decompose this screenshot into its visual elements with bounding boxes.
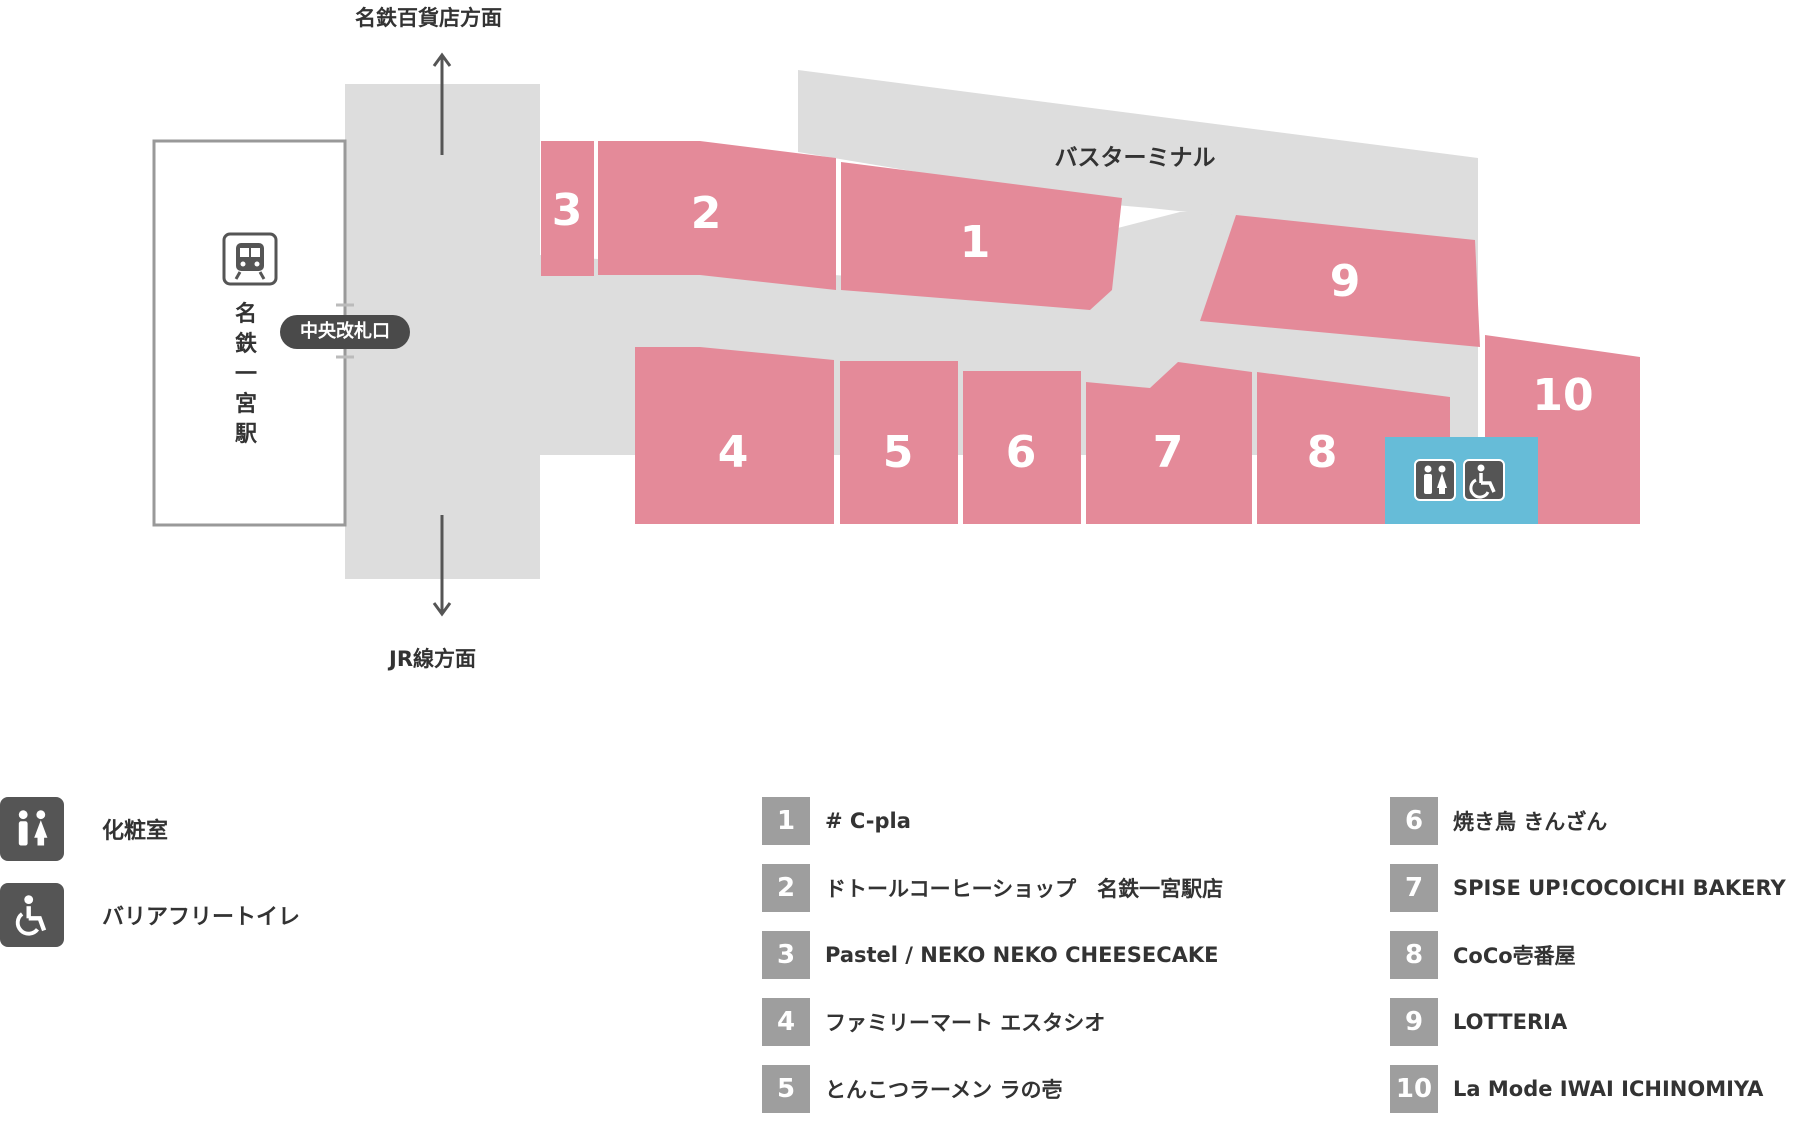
shop-name: La Mode IWAI ICHINOMIYA bbox=[1453, 1077, 1764, 1101]
legend-item-accessible: バリアフリートイレ bbox=[0, 883, 300, 947]
map-shop-number: 10 bbox=[1532, 370, 1593, 421]
shop-number-badge: 6 bbox=[1390, 797, 1438, 845]
shop-number-badge: 7 bbox=[1390, 864, 1438, 912]
shop-1-area bbox=[841, 162, 1122, 310]
arrow-north-icon bbox=[432, 52, 452, 155]
legend-label: バリアフリートイレ bbox=[102, 905, 301, 930]
shop-list-item: 9 LOTTERIA bbox=[1390, 998, 1567, 1046]
shop-name: とんこつラーメン ラの壱 bbox=[825, 1078, 1063, 1102]
gate-label: 中央改札口 bbox=[280, 315, 410, 349]
map-shop-number: 5 bbox=[883, 427, 914, 478]
shop-number-badge: 2 bbox=[762, 864, 810, 912]
shop-number-badge: 8 bbox=[1390, 931, 1438, 979]
map-shop-number: 9 bbox=[1330, 256, 1361, 307]
station-name: 名鉄一宮駅 bbox=[234, 302, 257, 447]
shop-list-item: 1 # C-pla bbox=[762, 797, 911, 845]
map-shop-number: 8 bbox=[1307, 427, 1338, 478]
accessible-toilet-icon bbox=[0, 883, 64, 947]
shop-10-area bbox=[1485, 335, 1640, 524]
map-shop-number: 2 bbox=[691, 188, 722, 239]
shop-name: 焼き鳥 きんざん bbox=[1453, 810, 1608, 834]
shop-number-badge: 4 bbox=[762, 998, 810, 1046]
shop-8-area bbox=[1257, 372, 1450, 524]
direction-north-label: 名鉄百貨店方面 bbox=[355, 6, 502, 30]
map-shop-number: 3 bbox=[552, 185, 583, 236]
shop-list-item: 2 ドトールコーヒーショップ 名鉄一宮駅店 bbox=[762, 864, 1223, 912]
gate-marker bbox=[336, 303, 354, 359]
shop-list-item: 6 焼き鳥 きんざん bbox=[1390, 797, 1607, 845]
shop-7-area bbox=[1086, 362, 1252, 524]
legend-item-restroom: 化粧室 bbox=[0, 797, 168, 861]
shop-9-area bbox=[1200, 215, 1480, 347]
floor-map: 1 2 3 4 5 6 7 8 9 10 バスターミナル bbox=[152, 52, 1640, 617]
accessible-toilet-icon bbox=[1463, 459, 1505, 501]
direction-south-label: JR線方面 bbox=[389, 647, 476, 671]
restroom-icon bbox=[1414, 459, 1456, 501]
shop-number-badge: 5 bbox=[762, 1065, 810, 1113]
shop-number-badge: 1 bbox=[762, 797, 810, 845]
shop-number-badge: 9 bbox=[1390, 998, 1438, 1046]
shop-4-area bbox=[635, 347, 834, 524]
shop-name: LOTTERIA bbox=[1453, 1010, 1568, 1034]
shop-areas bbox=[541, 141, 1640, 524]
arrow-south-icon bbox=[432, 515, 452, 617]
restroom-area bbox=[1385, 437, 1538, 524]
bus-terminal-label: バスターミナル bbox=[1055, 145, 1216, 171]
shop-list-item: 3 Pastel / NEKO NEKO CHEESECAKE bbox=[762, 931, 1219, 979]
shop-list-item: 10 La Mode IWAI ICHINOMIYA bbox=[1390, 1065, 1763, 1113]
train-icon bbox=[222, 232, 278, 286]
shop-name: # C-pla bbox=[825, 809, 911, 833]
map-shop-number: 6 bbox=[1006, 427, 1037, 478]
legend-label: 化粧室 bbox=[102, 819, 169, 844]
shop-6-area bbox=[963, 371, 1081, 524]
shop-list-item: 5 とんこつラーメン ラの壱 bbox=[762, 1065, 1062, 1113]
restroom-icon bbox=[0, 797, 64, 861]
shop-name: ドトールコーヒーショップ 名鉄一宮駅店 bbox=[825, 877, 1224, 901]
shop-2-area bbox=[598, 141, 836, 290]
shop-name: CoCo壱番屋 bbox=[1453, 944, 1576, 968]
shop-name: SPISE UP!COCOICHI BAKERY bbox=[1453, 876, 1786, 900]
shop-list-item: 7 SPISE UP!COCOICHI BAKERY bbox=[1390, 864, 1786, 912]
shop-name: ファミリーマート エスタシオ bbox=[825, 1011, 1106, 1035]
shop-list-item: 4 ファミリーマート エスタシオ bbox=[762, 998, 1105, 1046]
shop-3-area bbox=[541, 141, 594, 276]
shop-name: Pastel / NEKO NEKO CHEESECAKE bbox=[825, 943, 1219, 967]
shop-number-badge: 3 bbox=[762, 931, 810, 979]
shop-5-area bbox=[840, 361, 958, 524]
shop-number-badge: 10 bbox=[1390, 1065, 1438, 1113]
shop-list-item: 8 CoCo壱番屋 bbox=[1390, 931, 1576, 979]
map-shop-number: 4 bbox=[718, 427, 749, 478]
map-shop-number: 1 bbox=[960, 217, 991, 268]
map-shop-number: 7 bbox=[1153, 427, 1184, 478]
